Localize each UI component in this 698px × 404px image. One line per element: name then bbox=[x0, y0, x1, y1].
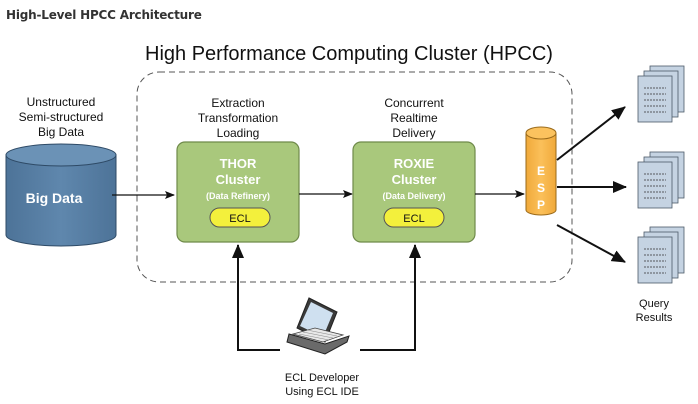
developer-caption-line: ECL Developer bbox=[285, 372, 360, 384]
thor-caption-line: Extraction bbox=[211, 96, 264, 110]
developer-caption: ECL Developer Using ECL IDE bbox=[285, 372, 360, 398]
esp-letter: E bbox=[537, 164, 545, 178]
roxie-caption-line: Realtime bbox=[390, 111, 438, 125]
arrow-developer-to-thor bbox=[232, 244, 280, 351]
cluster-title: High Performance Computing Cluster (HPCC… bbox=[145, 43, 553, 65]
roxie-caption-line: Delivery bbox=[392, 126, 435, 140]
query-result-documents-icon bbox=[637, 151, 685, 209]
thor-ecl-label: ECL bbox=[229, 213, 250, 225]
esp-letter: S bbox=[537, 181, 545, 195]
roxie-ecl-label: ECL bbox=[403, 213, 424, 225]
thor-caption-line: Transformation bbox=[198, 111, 278, 125]
roxie-caption: Concurrent Realtime Delivery bbox=[384, 96, 444, 140]
page-title: High-Level HPCC Architecture bbox=[6, 8, 202, 22]
roxie-name-line: ROXIE bbox=[394, 156, 435, 171]
thor-caption: Extraction Transformation Loading bbox=[198, 96, 278, 140]
thor-name-line: THOR bbox=[220, 156, 257, 171]
roxie-cluster-box: ROXIE Cluster (Data Delivery) ECL bbox=[352, 141, 476, 243]
laptop-icon bbox=[286, 297, 350, 355]
source-caption-line: Unstructured bbox=[27, 95, 96, 109]
source-caption-line: Semi-structured bbox=[19, 110, 104, 124]
developer-caption-line: Using ECL IDE bbox=[285, 386, 359, 398]
query-result-documents-icon bbox=[637, 226, 685, 284]
thor-name-line: Cluster bbox=[216, 172, 261, 187]
roxie-ecl-badge bbox=[383, 207, 445, 228]
hpcc-cluster-boundary bbox=[136, 71, 573, 283]
results-caption-line: Query bbox=[639, 298, 669, 310]
roxie-name-line: Cluster bbox=[392, 172, 437, 187]
results-caption: Query Results bbox=[636, 298, 673, 324]
thor-subtitle: (Data Refinery) bbox=[206, 191, 270, 201]
arrow-esp-to-result-1 bbox=[556, 106, 626, 161]
source-caption: Unstructured Semi-structured Big Data bbox=[19, 95, 104, 139]
big-data-label: Big Data bbox=[26, 190, 83, 206]
query-result-documents-icon bbox=[637, 65, 685, 123]
roxie-caption-line: Concurrent bbox=[384, 96, 444, 110]
source-caption-line: Big Data bbox=[38, 125, 84, 139]
big-data-cylinder-icon: Big Data bbox=[5, 143, 117, 247]
results-caption-line: Results bbox=[636, 312, 673, 324]
arrow-esp-to-result-3 bbox=[556, 224, 626, 263]
thor-cluster-box: THOR Cluster (Data Refinery) ECL bbox=[176, 141, 300, 243]
roxie-subtitle: (Data Delivery) bbox=[382, 191, 445, 201]
thor-ecl-badge bbox=[209, 207, 271, 228]
esp-cylinder-icon: E S P bbox=[525, 126, 557, 216]
esp-letter: P bbox=[537, 198, 545, 212]
arrow-developer-to-roxie bbox=[360, 244, 421, 351]
thor-caption-line: Loading bbox=[217, 126, 260, 140]
